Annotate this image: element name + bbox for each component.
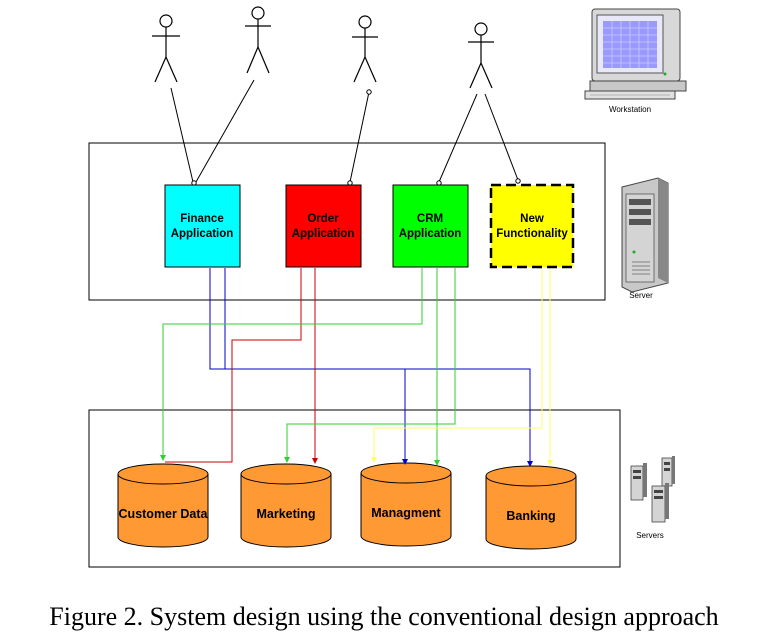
servers-caption: Servers: [636, 531, 664, 540]
db-managment: Managment: [360, 462, 452, 547]
figure-caption: Figure 2. System design using the conven…: [49, 602, 719, 631]
actor-links: [170, 79, 521, 186]
app-finance-label-1: Finance: [180, 213, 223, 225]
workstation-icon: Workstation: [584, 8, 687, 114]
finance-link-management: [209, 268, 406, 464]
data-links: [162, 268, 551, 466]
actor-2: [245, 6, 271, 74]
app-new-label-2: Functionality: [496, 228, 568, 240]
database-layer-box: [88, 409, 621, 568]
app-finance: Finance Application: [164, 184, 241, 268]
db-marketing-label: Marketing: [256, 507, 315, 521]
new-link-management: [373, 268, 543, 462]
db-marketing: Marketing: [240, 463, 332, 548]
crm-link-marketing: [286, 268, 456, 462]
crm-link-customer-data: [162, 268, 423, 460]
actor-4: [468, 22, 494, 89]
db-banking: Banking: [485, 465, 577, 550]
db-managment-label: Managment: [371, 506, 441, 520]
app-finance-label-2: Application: [171, 228, 234, 240]
arrowheads: [160, 455, 553, 467]
app-order-label-1: Order: [307, 213, 339, 225]
db-customer-data: Customer Data: [117, 463, 209, 548]
workstation-caption: Workstation: [609, 105, 651, 114]
application-layer-box: [88, 142, 606, 301]
finance-link-banking: [224, 268, 531, 466]
order-link-customer-data: [165, 268, 302, 463]
app-new-functionality: New Functionality: [489, 183, 575, 269]
app-crm-label-2: Application: [399, 228, 462, 240]
actor-1: [152, 14, 180, 83]
db-banking-label: Banking: [506, 509, 555, 523]
app-order: Order Application: [285, 184, 362, 268]
actor-3: [352, 15, 378, 83]
actors: [152, 6, 494, 89]
server-icon: Server: [621, 177, 669, 300]
system-design-diagram: Finance Application Order Application CR…: [88, 6, 687, 568]
app-new-label-1: New: [520, 213, 544, 225]
app-crm: CRM Application: [392, 184, 469, 268]
server-caption: Server: [629, 291, 653, 300]
app-order-label-2: Application: [292, 228, 355, 240]
servers-icon: Servers: [630, 456, 675, 540]
db-customer-data-label: Customer Data: [119, 507, 209, 521]
app-crm-label-1: CRM: [417, 213, 443, 225]
